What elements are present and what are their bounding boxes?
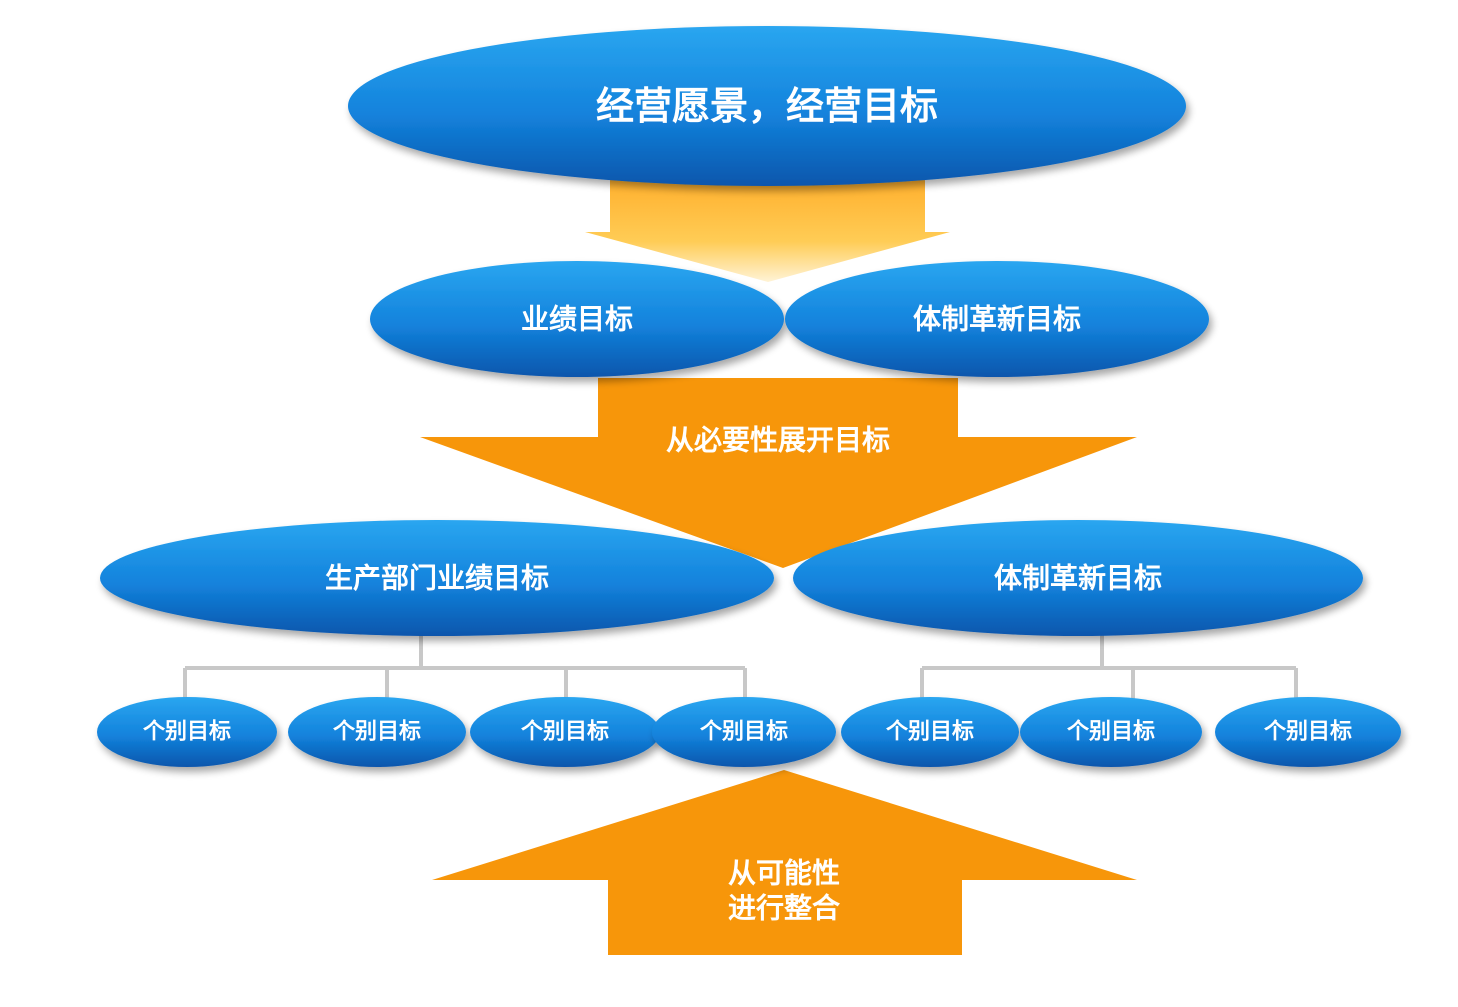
level2-reform-label: 体制革新目标 <box>913 303 1081 336</box>
level3-reform-label: 体制革新目标 <box>994 562 1162 595</box>
down-arrow-label: 从必要性展开目标 <box>666 424 890 457</box>
up-arrow <box>432 770 1137 955</box>
connector-right <box>920 635 1298 700</box>
individual-goal-2: 个别目标 <box>288 697 466 767</box>
individual-goal-4: 个别目标 <box>652 697 836 767</box>
down-arrow <box>420 378 1137 568</box>
individual-goal-label: 个别目标 <box>1264 719 1352 745</box>
individual-goal-1: 个别目标 <box>97 697 277 767</box>
individual-goal-label: 个别目标 <box>700 719 788 745</box>
individual-goal-6: 个别目标 <box>1020 697 1202 767</box>
level3-production-goal: 生产部门业绩目标 <box>100 520 774 636</box>
top-goal-node: 经营愿景，经营目标 <box>348 26 1186 186</box>
up-arrow-label-line1: 从可能性 <box>728 857 840 890</box>
individual-goal-label: 个别目标 <box>886 719 974 745</box>
level3-production-label: 生产部门业绩目标 <box>325 562 549 595</box>
connector-left <box>183 635 747 700</box>
top-down-arrow <box>585 180 950 282</box>
individual-goal-label: 个别目标 <box>143 719 231 745</box>
individual-goal-label: 个别目标 <box>333 719 421 745</box>
individual-goal-5: 个别目标 <box>841 697 1019 767</box>
individual-goal-7: 个别目标 <box>1215 697 1401 767</box>
individual-goal-3: 个别目标 <box>470 697 660 767</box>
level2-performance-goal: 业绩目标 <box>370 261 784 377</box>
level2-performance-label: 业绩目标 <box>521 303 633 336</box>
level3-reform-goal: 体制革新目标 <box>793 520 1363 636</box>
level2-reform-goal: 体制革新目标 <box>785 261 1209 377</box>
up-arrow-label-line2: 进行整合 <box>728 892 841 925</box>
individual-goal-label: 个别目标 <box>1067 719 1155 745</box>
individual-goal-label: 个别目标 <box>521 719 609 745</box>
top-goal-label: 经营愿景，经营目标 <box>596 84 938 128</box>
